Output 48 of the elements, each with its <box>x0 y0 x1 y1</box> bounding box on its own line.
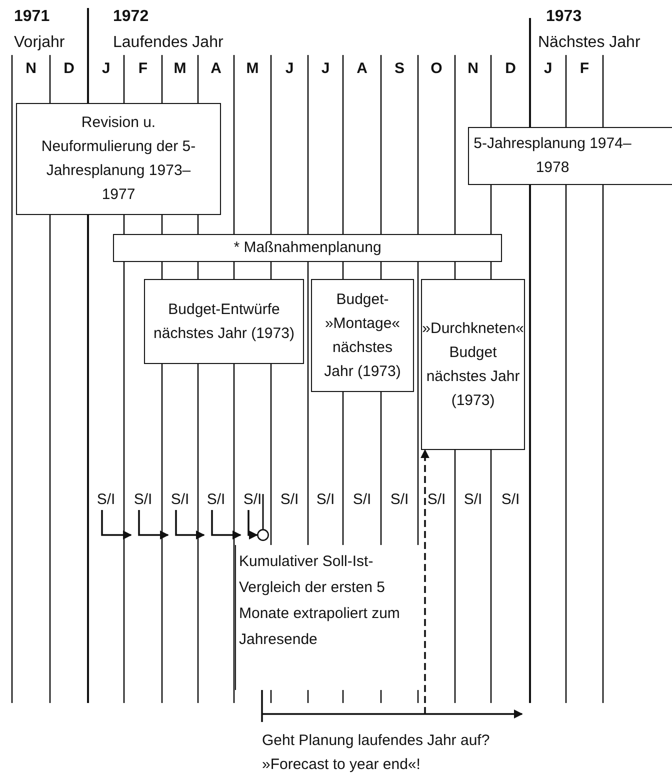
period-label: S/I <box>424 490 448 541</box>
period-label: S/I <box>388 490 412 541</box>
period-label: S/I <box>240 490 264 541</box>
period-label: S/I <box>168 490 192 541</box>
month-label: M <box>246 60 259 77</box>
month-label: S <box>394 60 404 77</box>
period-label: S/I <box>278 490 302 541</box>
arrow <box>175 510 205 540</box>
timeline-arrow <box>261 689 523 723</box>
process-box: Budget-Entwürfe nächstes Jahr (1973) <box>144 279 304 364</box>
month-label: F <box>580 60 590 77</box>
period-label: S/I <box>131 490 155 541</box>
month-label: A <box>356 60 368 77</box>
dashed-arrow <box>420 449 430 714</box>
month-label: O <box>430 60 442 77</box>
month-label: J <box>102 60 110 77</box>
period-label: S/I <box>350 490 374 541</box>
arrow <box>248 510 258 540</box>
month-label: J <box>544 60 552 77</box>
period-label: S/I <box>204 490 228 541</box>
year-caption: Laufendes Jahr <box>113 34 224 52</box>
month-label: N <box>468 60 478 77</box>
month-label: N <box>26 60 36 77</box>
period-label: S/I <box>498 490 522 541</box>
process-box: »Durchkneten« Budget nächstes Jahr (1973) <box>421 279 525 450</box>
note-text: Kumulativer Soll-Ist-Vergleich der ersten 5 Monate extrapoliert zum Jahresende <box>235 545 420 690</box>
period-label: S/I <box>94 490 118 541</box>
process-box: 5-Jahresplanung 1974–1978 <box>468 127 672 185</box>
month-label: F <box>138 60 148 77</box>
year-caption: Nächstes Jahr <box>538 34 640 52</box>
month-label: A <box>210 60 222 77</box>
process-bar: * Maßnahmenplanung <box>113 234 502 262</box>
arrow <box>211 510 242 540</box>
month-label: D <box>505 60 516 77</box>
year-label: 1973 <box>546 8 582 26</box>
period-label: S/I <box>314 490 338 541</box>
year-caption: Vorjahr <box>14 34 65 52</box>
period-label: S/I <box>461 490 485 541</box>
month-label: M <box>174 60 186 77</box>
month-label: D <box>64 60 74 77</box>
process-box: Revision u. Neuformulierung der 5-Jahresplanung 1973–1977 <box>16 103 221 215</box>
process-box: Budget-»Montage« nächstes Jahr (1973) <box>311 279 414 392</box>
arrow <box>138 510 169 540</box>
year-label: 1971 <box>14 8 50 26</box>
year-label: 1972 <box>113 8 149 26</box>
month-label: J <box>285 60 294 77</box>
arrow <box>101 510 132 540</box>
month-label: J <box>321 60 330 77</box>
